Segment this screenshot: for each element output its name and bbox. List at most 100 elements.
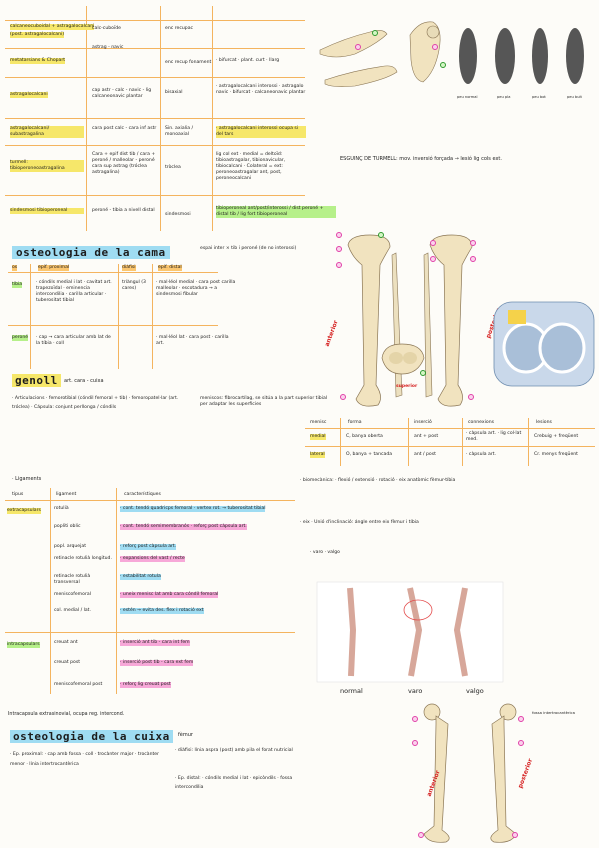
lig-row-1-sub: (post. astragalocalcani) — [10, 32, 65, 38]
menisc-medial-forma: C, banya oberta — [346, 434, 383, 439]
marker — [518, 716, 524, 722]
knee-title: genoll — [12, 374, 61, 387]
perone-dist: · mal·léol lat · cara post · carilla art… — [156, 335, 229, 346]
leg-header: diàfisi — [122, 265, 136, 271]
knee-lig-name: popliti oblic — [54, 524, 81, 529]
knee-lig-desc: · estén → evita des. flex i rotació ext — [120, 608, 204, 614]
menisc-header: inserció — [414, 420, 432, 425]
knee-lig-name: rotulià — [54, 506, 69, 511]
lig-row-1-desc: calc-cuboïde — [92, 26, 121, 31]
extra-note: Intracapsula extrasinovial, ocupa reg. i… — [8, 712, 125, 717]
knee-lig-desc: · expansions del vast / recte — [120, 556, 185, 562]
marker — [430, 256, 436, 262]
lig-row-3-desc: cap astr - calc - navic - lig calcaneona… — [92, 88, 152, 99]
lig-row-5-third: tròclea — [165, 165, 181, 170]
tibia-diaf: tríàngul (3 cares) — [122, 280, 146, 291]
knee-lig-desc: · cont. tendó semimembranós · reforç pos… — [120, 524, 247, 530]
angles-note: · eix · Unió d'inclinació: ángle entre e… — [300, 520, 419, 525]
leg-label: valgo — [466, 687, 484, 695]
lig-row-5-desc: Cara + epif dist tib / cara + peroné / m… — [92, 152, 156, 175]
menisc-lateral-name: lateral — [310, 452, 325, 458]
lig-row-2-third: enc recup fonament — [165, 60, 212, 65]
marker — [336, 246, 342, 252]
lig-row-4-desc: cara post calc - cara inf astr — [92, 126, 157, 131]
lig-row-1-name: calcaneocuboidal + astragalocalcani — [10, 24, 95, 30]
leg-section-title: osteologia de la cama — [12, 246, 170, 259]
lig-row-3-third: bisaxial — [165, 90, 183, 95]
leg-label: normal — [340, 687, 363, 695]
tibia-plateau-illustration — [381, 343, 425, 375]
tibia-dist: · mal·léol medial · cara post carilla ma… — [156, 280, 236, 297]
lig-row-3-note: · astragalocalcani interossi · astragalo… — [216, 84, 306, 95]
femur-cap-label: fossa intertrocantèrica — [532, 710, 575, 715]
lig-row-5-note: lig col ext · medial = deltoïd: tibioast… — [216, 152, 286, 181]
sprain-note: ESGUINÇ DE TURMELL: mov. inversió forçad… — [340, 156, 502, 162]
valgus-note: · varo · valgo — [310, 550, 340, 555]
lig-row-2-name: metatarsians & Chopart — [10, 58, 66, 64]
marker — [336, 262, 342, 268]
anterior-label: anterior — [323, 319, 340, 348]
foot-label: peu pla — [497, 95, 511, 99]
menisc-lateral-con: · càpsula art. — [466, 452, 496, 457]
foot-label: peu bot — [532, 95, 546, 99]
menisc-medial-ins: ant + post — [414, 434, 439, 439]
knee-lig-desc: · reforç lig creuat post — [120, 682, 171, 688]
menisc-lateral-les: Cr. menys freqüent — [534, 452, 578, 457]
perone-prox: · cap → cara articular amb lat de la tíb… — [36, 335, 111, 346]
marker — [470, 240, 476, 246]
menisc-header: connexions — [468, 420, 495, 425]
knee-lig-name: col. medial / lat. — [54, 608, 91, 613]
menisc-header: menisc — [310, 420, 327, 425]
leg-alignment-illustration — [316, 581, 504, 683]
marker — [418, 832, 424, 838]
marker — [336, 232, 342, 238]
thigh-diaf: · diàfisi: línia aspra (post) amb pila e… — [175, 748, 293, 753]
menisc-header: lesions — [536, 420, 552, 425]
marker — [378, 232, 384, 238]
foot-label: peu buit — [567, 95, 582, 99]
thigh-title: osteologia de la cuixa — [10, 730, 173, 743]
lig-row-6-name: sindesmosi tibioperoneal — [10, 208, 84, 214]
lig-header: característiques — [124, 492, 161, 497]
leg-label: varo — [408, 687, 423, 695]
marker — [470, 256, 476, 262]
menisc-lateral-ins: ant / post — [414, 452, 436, 457]
knee-lig-name: retinacle rotulià transversal — [54, 574, 91, 585]
marker — [372, 30, 378, 36]
knee-lig-desc: · estabilitat rotula — [120, 574, 161, 580]
marker — [340, 394, 346, 400]
lig-row-6-note: tibioperoneal ant/post/interossi / dist … — [216, 206, 336, 218]
knee-lig-name: meniscofemoral — [54, 592, 91, 597]
marker — [432, 44, 438, 50]
knee-lig-desc: · inserció post tib - cara ext fem — [120, 660, 194, 666]
ligaments-title: · Ligaments — [12, 476, 42, 482]
leg-header: os — [12, 265, 18, 271]
knee-lig-name: popl. arquejat — [54, 544, 87, 549]
leg-section-note: espai inter × tib i peroné (de no intero… — [200, 246, 297, 251]
menisc-header: forma — [348, 420, 362, 425]
knee-lig-desc: · inserció ant tib - cara int fem — [120, 640, 190, 646]
lig-type: extracapsulars — [7, 508, 41, 514]
knee-parts: · Articulacions · femorotibial (cóndil f… — [12, 396, 179, 410]
menisc-lateral-forma: O, banya + tancada — [346, 452, 393, 457]
lig-type: intracapsulars — [7, 642, 40, 648]
footprints-illustration — [459, 28, 584, 84]
marker — [518, 740, 524, 746]
foot-bones-illustration — [319, 21, 441, 87]
knee-lig-name: creuat post — [54, 660, 81, 665]
meniscs-note: meniscos: fibrocartílag, se sitúa a la p… — [200, 396, 328, 407]
lig-row-4-third: Sin. axialia / monoaxial — [165, 126, 194, 137]
marker — [468, 394, 474, 400]
thigh-dist: · Ep. distal: · cóndils medial i lat · e… — [175, 776, 293, 790]
lig-row-2-desc: astrag - navic — [92, 45, 124, 50]
marker — [412, 716, 418, 722]
lig-row-5-name: turmell: tibioperoneoastragalina — [10, 160, 84, 172]
femur-illustration — [423, 703, 517, 843]
superior-label: superior — [396, 384, 418, 389]
tibia-name: tíbia — [12, 282, 23, 288]
menisc-medial-con: · càpsula art. · lig col·lat med. — [466, 431, 522, 442]
lig-row-2-note: · bifurcat · plant. curt · llarg — [216, 58, 280, 63]
lig-row-4-note: · astragalocalcani interossi ocupa si de… — [216, 126, 306, 138]
knee-lig-name: creuat ant — [54, 640, 78, 645]
perone-name: peroné — [12, 335, 29, 341]
